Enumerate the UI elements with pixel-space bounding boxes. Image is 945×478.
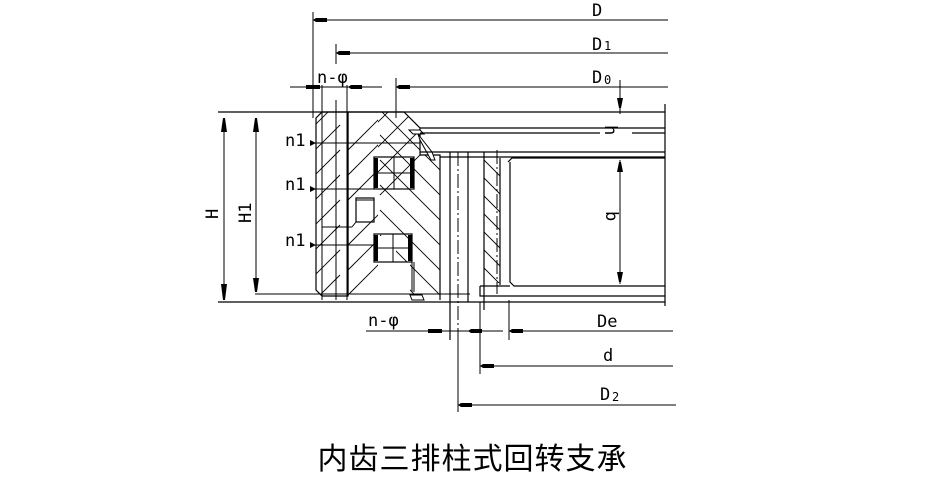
dim-H: H — [203, 118, 227, 300]
dim-D: D — [312, 1, 668, 118]
dim-sub-D1: 1 — [604, 39, 611, 53]
bottom-seal — [409, 294, 425, 301]
lower-roller — [373, 233, 415, 292]
dim-sub-D0: 0 — [604, 73, 611, 87]
dim-n-phi-bottom: n-φ — [366, 311, 503, 333]
dim-label-h: h — [600, 125, 620, 135]
outer-ring — [315, 100, 349, 300]
dim-label-d: d — [603, 346, 613, 366]
n1-labels: n1 n1 n1 — [285, 131, 420, 251]
dim-D0: D 0 — [290, 68, 668, 118]
dim-label-D: D — [592, 1, 602, 21]
dim-n-phi-top: n-φ — [317, 68, 348, 300]
drawing-title: 内齿三排柱式回转支承 — [317, 442, 628, 477]
dim-d: d — [479, 302, 673, 374]
gear-ring — [420, 104, 666, 340]
dim-label-n-phi-top: n-φ — [317, 68, 348, 88]
n1-label-1: n1 — [285, 131, 305, 151]
dim-D2: D 2 — [457, 340, 676, 412]
n1-label-3: n1 — [285, 231, 305, 251]
dim-label-H1: H1 — [236, 203, 256, 223]
dim-label-De: De — [597, 312, 617, 332]
dim-label-D1: D — [592, 35, 602, 55]
dim-b: b — [601, 160, 623, 284]
dim-label-H: H — [203, 209, 223, 219]
dim-label-b: b — [601, 211, 621, 221]
dim-sub-D2: 2 — [612, 390, 619, 404]
dim-h: h — [600, 125, 620, 135]
middle-roller — [355, 197, 375, 223]
dim-H1: H1 — [236, 118, 259, 292]
dim-D1: D 1 — [335, 35, 668, 64]
upper-roller — [373, 156, 415, 190]
dim-label-n-phi-bottom: n-φ — [368, 311, 399, 331]
dim-label-D0: D — [592, 68, 602, 88]
dim-De: De — [508, 300, 673, 340]
dim-label-D2: D — [600, 385, 610, 405]
n1-label-2: n1 — [285, 175, 305, 195]
